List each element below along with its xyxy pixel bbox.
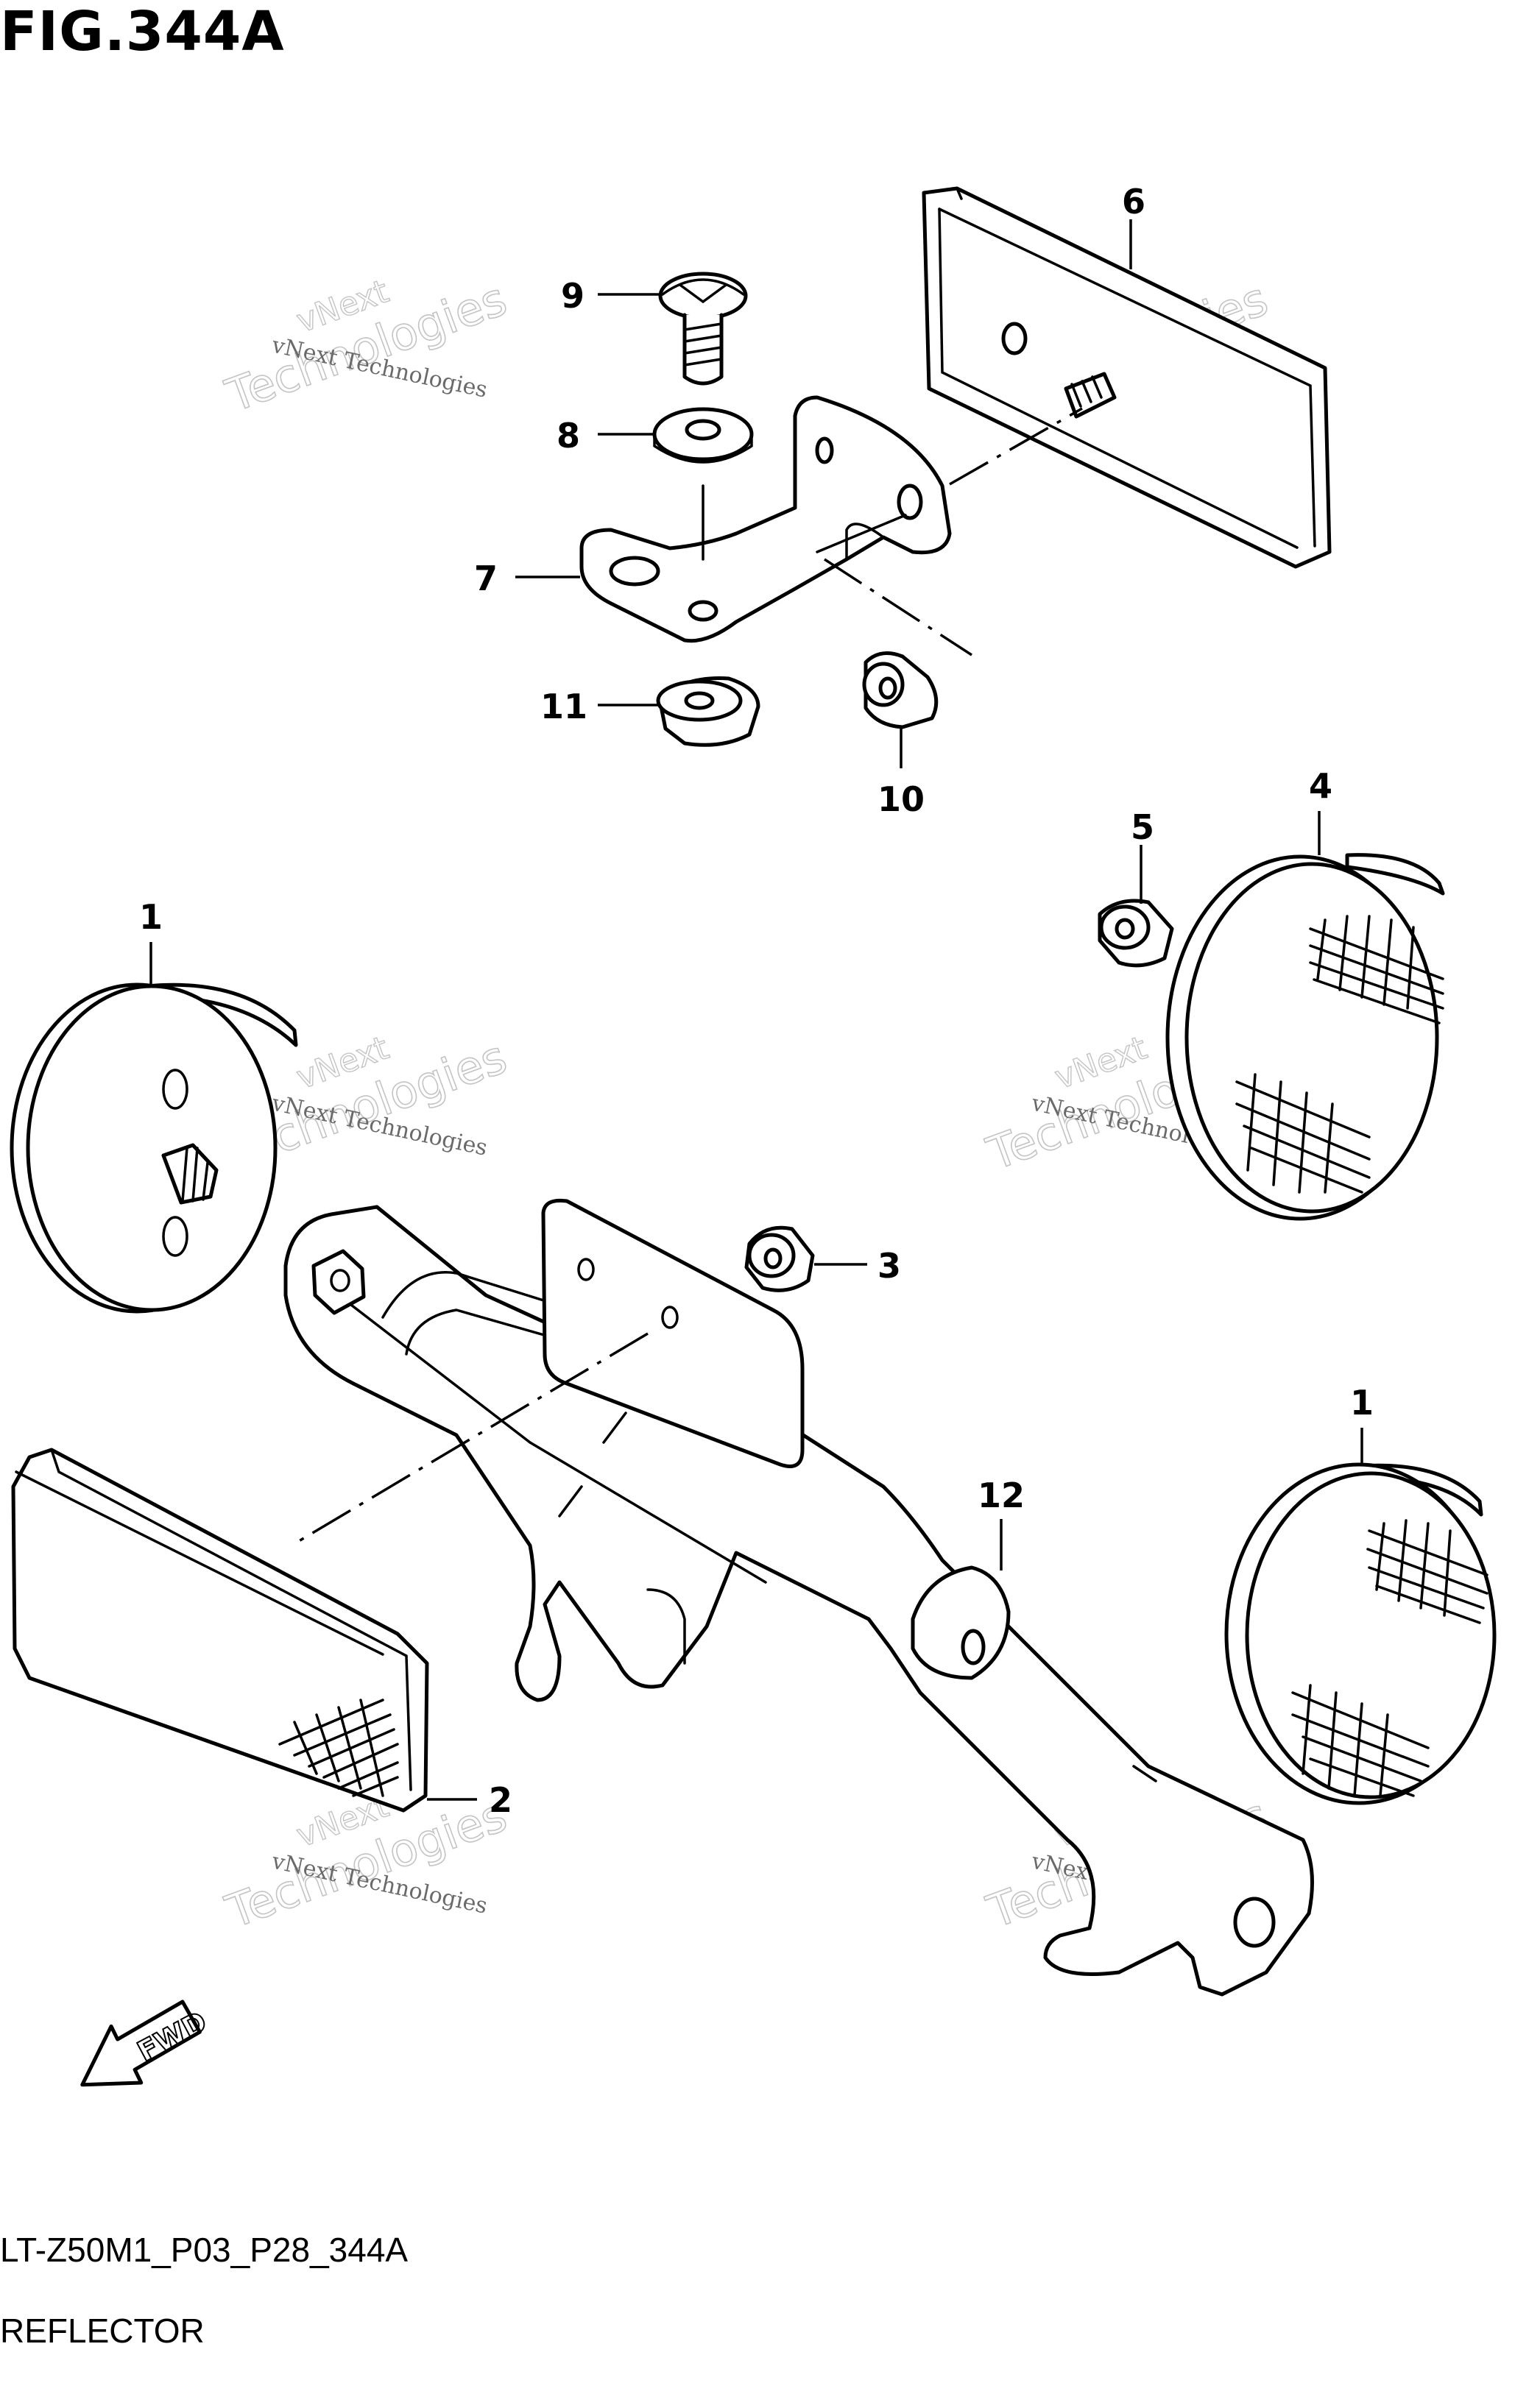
part-9-screw xyxy=(658,272,748,386)
section-name: REFLECTOR xyxy=(0,2312,205,2350)
callout-8: 8 xyxy=(557,416,580,456)
callout-11: 11 xyxy=(540,687,587,726)
model-code: LT-Z50M1_P03_P28_344A xyxy=(0,2231,409,2269)
part-2-rect-reflector xyxy=(11,1448,429,1813)
part-4-round-reflector xyxy=(1165,853,1445,1221)
callout-12: 12 xyxy=(978,1476,1025,1515)
callout-9: 9 xyxy=(561,276,585,316)
part-1-round-reflector-right xyxy=(1224,1462,1497,1805)
part-7-bracket xyxy=(579,395,1083,656)
leader-lines xyxy=(149,219,1363,1801)
callout-2: 2 xyxy=(489,1780,512,1820)
callout-5: 5 xyxy=(1131,807,1154,847)
fwd-direction-arrow: FWD xyxy=(80,2000,213,2087)
part-6-reflector xyxy=(922,186,1332,569)
part-1-round-reflector-left xyxy=(10,982,298,1314)
watermark: vNext Technologies vNext Technologies xyxy=(218,271,514,423)
callout-7: 7 xyxy=(474,559,498,598)
callout-4: 4 xyxy=(1309,766,1332,806)
watermark: vNext Technologies vNext Technologies xyxy=(218,1787,514,1939)
callout-3: 3 xyxy=(877,1246,901,1286)
part-3-nut xyxy=(744,1225,815,1292)
part-8-washer xyxy=(652,407,754,464)
callout-1a: 1 xyxy=(139,897,163,937)
part-5-nut xyxy=(1098,899,1174,968)
part-11-nut xyxy=(656,676,760,747)
callout-numbers: 1 1 2 3 4 5 6 7 8 9 10 11 12 xyxy=(139,182,1374,1820)
callout-10: 10 xyxy=(877,779,925,819)
part-10-nut xyxy=(862,651,939,729)
figure-title: FIG.344A xyxy=(0,0,285,63)
part-12-main-bracket xyxy=(283,1198,1314,1997)
callout-6: 6 xyxy=(1122,182,1145,222)
callout-1b: 1 xyxy=(1350,1383,1374,1423)
